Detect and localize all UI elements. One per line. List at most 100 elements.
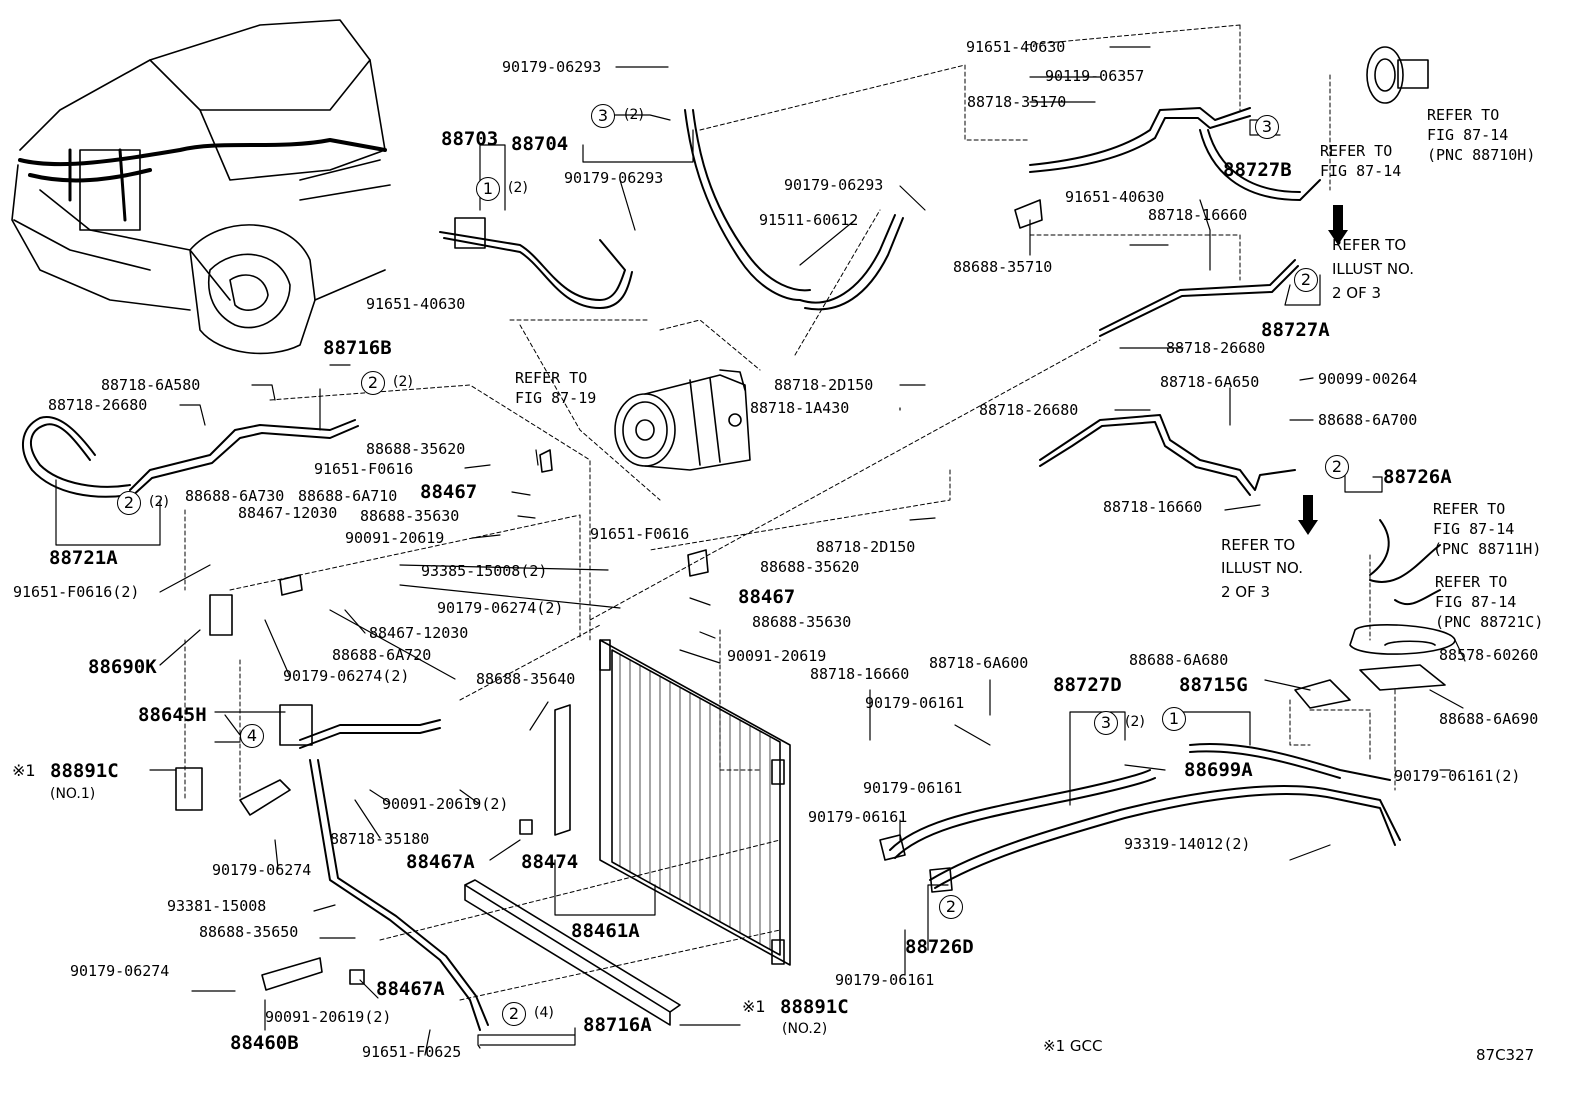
ref-fig-87-14-a: REFER TO — [1320, 142, 1393, 160]
callout-2: 2 — [117, 491, 141, 515]
part-88718-16660-b: 88718-16660 — [1103, 498, 1203, 516]
ref-pnc-88710H-c: (PNC 88710H) — [1427, 146, 1536, 164]
leader-lines — [55, 46, 1466, 1056]
part-90179-06274-d: 90179-06274 — [70, 962, 170, 980]
part-88718-16660-c: 88718-16660 — [810, 665, 910, 683]
part-88467-a: 88467 — [420, 481, 478, 503]
part-88727D: 88727D — [1053, 674, 1122, 696]
part-88467A-a: 88467A — [406, 851, 475, 873]
callout-2: 2 — [1325, 455, 1349, 479]
part-88716A: 88716A — [583, 1014, 652, 1036]
part-88718-26680-c: 88718-26680 — [48, 396, 148, 414]
part-88718-6A600: 88718-6A600 — [929, 654, 1029, 672]
part-88690K: 88690K — [88, 656, 157, 678]
qty-2: (2) — [393, 374, 413, 390]
qty-2: (2) — [508, 180, 528, 196]
ref-pnc-88721C-b: FIG 87-14 — [1435, 593, 1517, 611]
part-90179-06293: 90179-06293 — [502, 58, 602, 76]
part-90179-06161-c: 90179-06161 — [808, 808, 908, 826]
ref-illust-a-3: 2 OF 3 — [1332, 284, 1382, 302]
part-88891C-2: 88891C — [780, 996, 849, 1018]
part-88726A: 88726A — [1383, 466, 1452, 488]
part-91651-F0616-2: 91651-F0616(2) — [13, 583, 140, 601]
ref-illust-a-2: ILLUST NO. — [1332, 260, 1415, 278]
callout-4: 4 — [240, 724, 264, 748]
part-88718-35170: 88718-35170 — [967, 93, 1067, 111]
ref-fig-87-14-b: FIG 87-14 — [1320, 162, 1402, 180]
cushion-strips — [175, 704, 681, 1026]
part-88891C-2-sub: (NO.2) — [782, 1021, 828, 1037]
part-90099-00264: 90099-00264 — [1318, 370, 1418, 388]
part-90179-06293-b: 90179-06293 — [564, 169, 664, 187]
part-88645H: 88645H — [138, 704, 207, 726]
part-90179-06161-a: 90179-06161 — [865, 694, 965, 712]
qty-2: (2) — [624, 107, 644, 123]
ref-illust-a-1: REFER TO — [1332, 236, 1407, 254]
part-88891C-1: 88891C — [50, 760, 119, 782]
part-90179-06274-c: 90179-06274 — [212, 861, 312, 879]
ref-illust-b-3: 2 OF 3 — [1221, 583, 1271, 601]
part-90179-06161-b: 90179-06161 — [863, 779, 963, 797]
vehicle-outline — [11, 19, 391, 355]
part-88467A-b: 88467A — [376, 978, 445, 1000]
arrows — [1298, 205, 1348, 535]
part-88688-35630-b: 88688-35630 — [752, 613, 852, 631]
part-88688-35630-a: 88688-35630 — [360, 507, 460, 525]
part-88688-35640: 88688-35640 — [476, 670, 576, 688]
ref-pnc-88711H-a: REFER TO — [1433, 500, 1506, 518]
part-90091-20619-a: 90091-20619 — [345, 529, 445, 547]
part-91651-40630-a: 91651-40630 — [366, 295, 466, 313]
part-88703: 88703 — [441, 128, 499, 150]
part-88716B: 88716B — [323, 337, 392, 359]
part-88721A: 88721A — [49, 547, 118, 569]
part-91651-F0616-a: 91651-F0616 — [314, 460, 414, 478]
ref-pnc-88711H-b: FIG 87-14 — [1433, 520, 1515, 538]
ref-pnc-88721C-a: REFER TO — [1435, 573, 1508, 591]
part-88718-35180: 88718-35180 — [330, 830, 430, 848]
part-90119-06357: 90119-06357 — [1045, 67, 1145, 85]
part-88688-35620-b: 88688-35620 — [760, 558, 860, 576]
note-mark-1: ※1 — [12, 761, 36, 780]
part-91651-F0625: 91651-F0625 — [362, 1043, 462, 1061]
callout-2: 2 — [1294, 268, 1318, 292]
callout-3: 3 — [591, 104, 615, 128]
callout-3: 3 — [1255, 115, 1279, 139]
part-88718-2D150-b: 88718-2D150 — [816, 538, 916, 556]
part-88718-6A580: 88718-6A580 — [101, 376, 201, 394]
part-88467-12030-b: 88467-12030 — [369, 624, 469, 642]
part-88718-16660-a: 88718-16660 — [1148, 206, 1248, 224]
part-88688-35620-a: 88688-35620 — [366, 440, 466, 458]
qty-2: (2) — [149, 494, 169, 510]
part-88718-26680-b: 88718-26680 — [979, 401, 1079, 419]
ref-pnc-88721C-c: (PNC 88721C) — [1435, 613, 1544, 631]
part-88688-6A710: 88688-6A710 — [298, 487, 398, 505]
part-88688-6A730: 88688-6A730 — [185, 487, 285, 505]
ref-pnc-88710H-b: FIG 87-14 — [1427, 126, 1509, 144]
part-88461A: 88461A — [571, 920, 640, 942]
part-91651-40630-b: 91651-40630 — [966, 38, 1066, 56]
callout-1: 1 — [1162, 707, 1186, 731]
part-88688-35710: 88688-35710 — [953, 258, 1053, 276]
part-88460B: 88460B — [230, 1032, 299, 1054]
compressor — [614, 369, 751, 471]
part-88718-26680-a: 88718-26680 — [1166, 339, 1266, 357]
note-gcc: ※1 GCC — [1043, 1037, 1103, 1055]
qty-4: (4) — [534, 1005, 554, 1021]
part-93381-15008: 93381-15008 — [167, 897, 267, 915]
ref-fig-87-19-b: FIG 87-19 — [515, 389, 597, 407]
condenser — [599, 639, 791, 966]
part-88688-35650: 88688-35650 — [199, 923, 299, 941]
part-93319-14012: 93319-14012(2) — [1124, 835, 1251, 853]
part-91651-40630-c: 91651-40630 — [1065, 188, 1165, 206]
part-88891C-1-sub: (NO.1) — [50, 786, 96, 802]
callout-2: 2 — [502, 1002, 526, 1026]
part-88578-60260: 88578-60260 — [1439, 646, 1539, 664]
part-90179-06161-d: 90179-06161 — [835, 971, 935, 989]
part-88726D: 88726D — [905, 936, 974, 958]
pipes — [21, 107, 1441, 1031]
part-88715G: 88715G — [1179, 674, 1248, 696]
part-88474: 88474 — [521, 851, 579, 873]
part-91511-60612: 91511-60612 — [759, 211, 859, 229]
part-88688-6A680: 88688-6A680 — [1129, 651, 1229, 669]
